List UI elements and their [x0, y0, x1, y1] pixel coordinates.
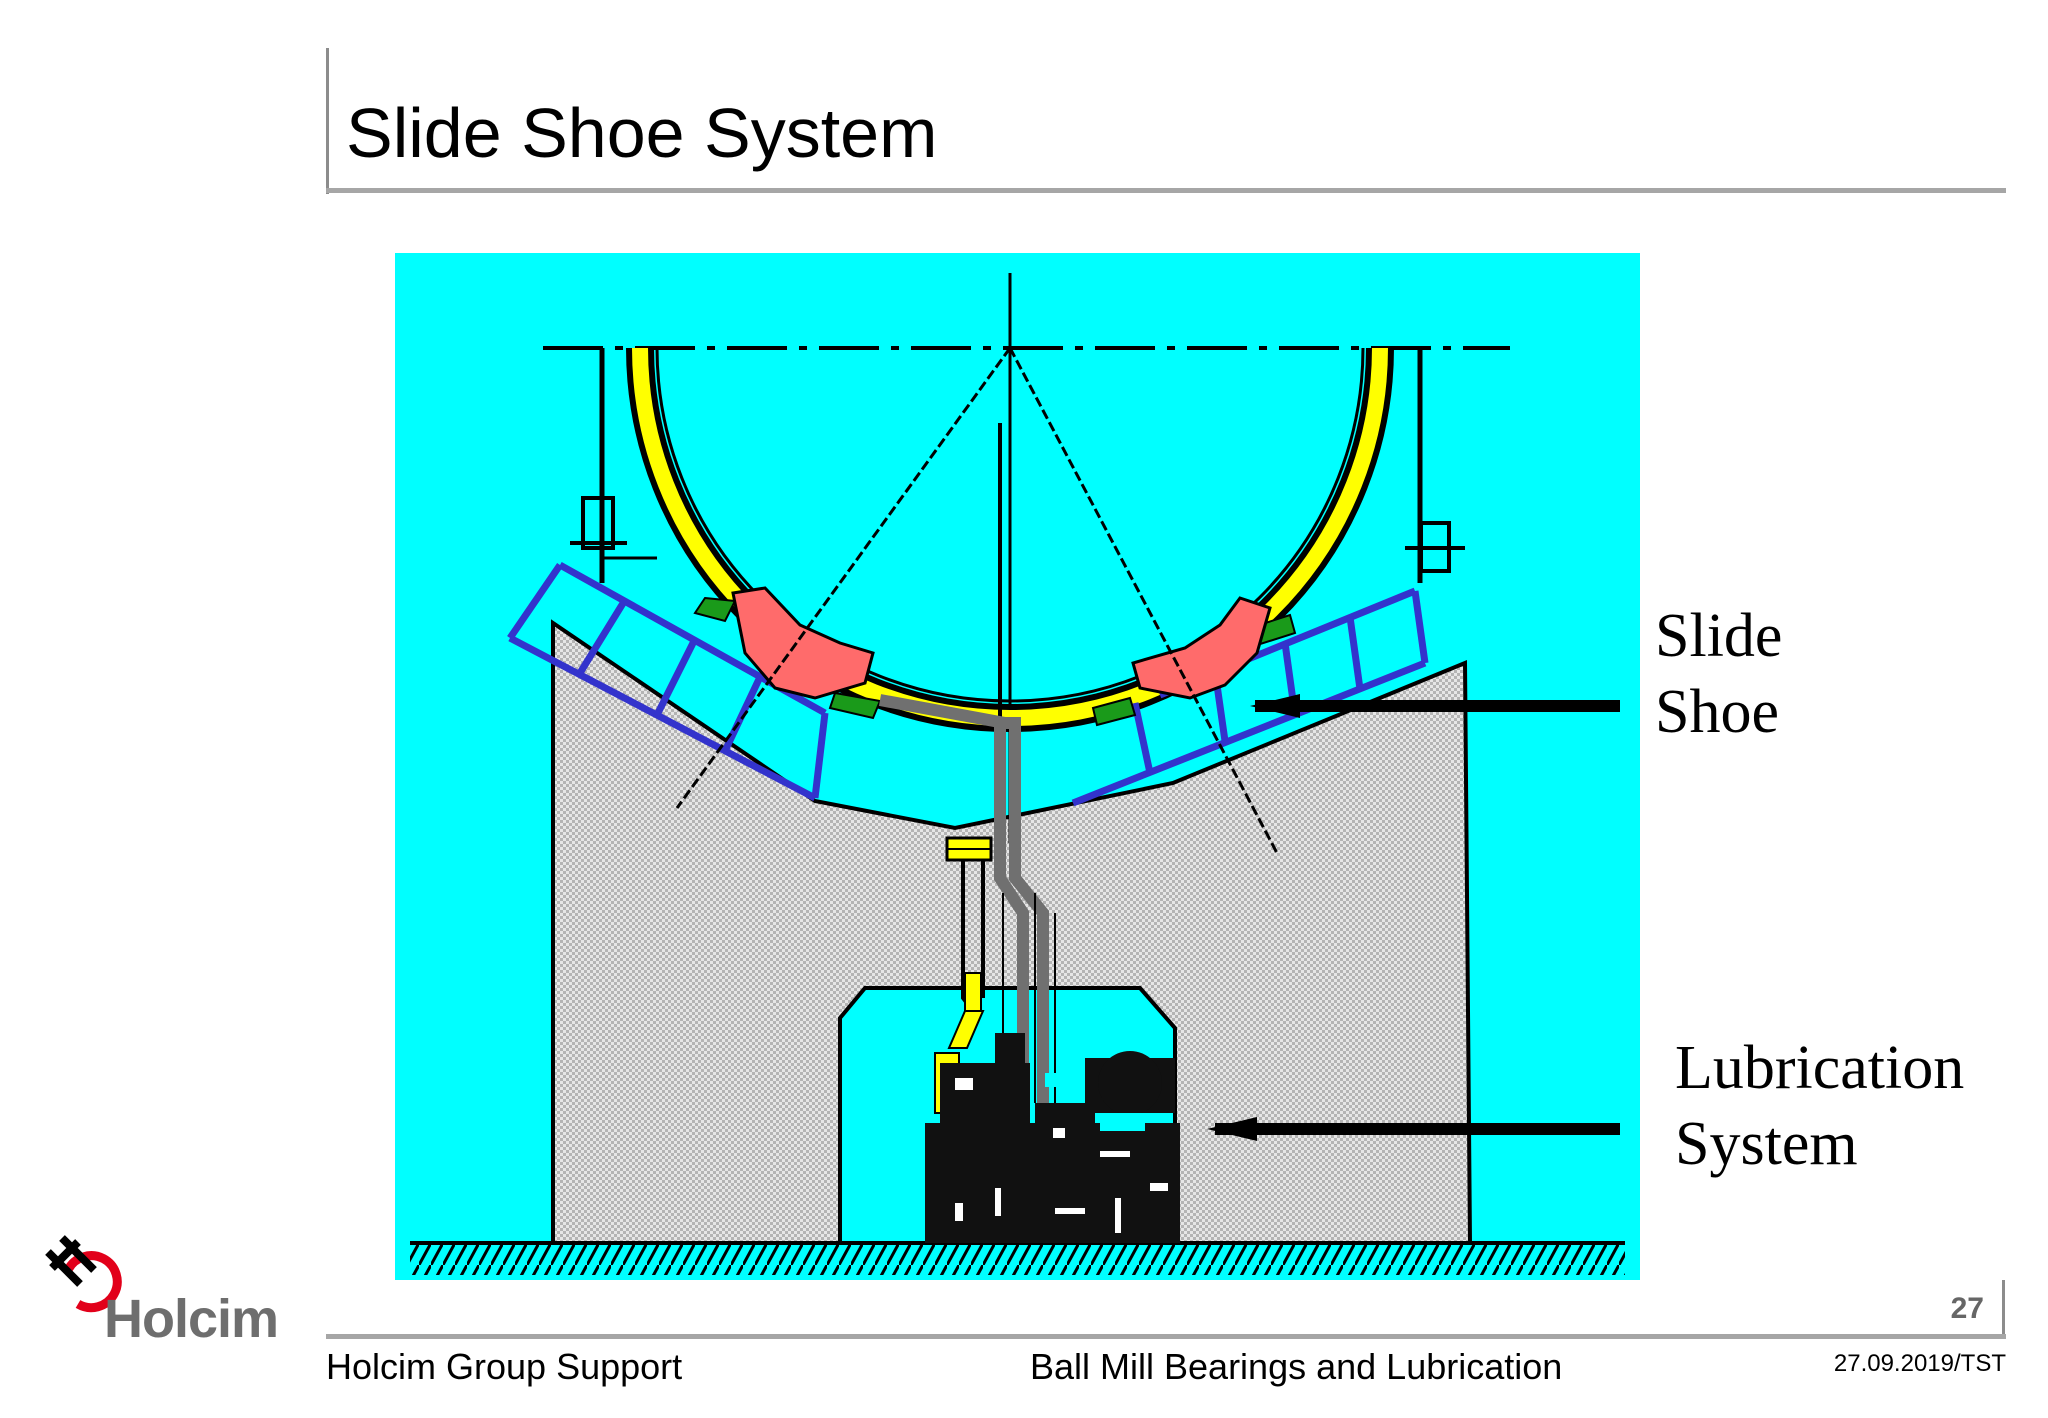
slide-shoe-label-line-1: Slide	[1655, 602, 1783, 670]
left-pad-upper	[693, 596, 737, 623]
slide-shoe-diagram	[395, 253, 1640, 1280]
holcim-logo: Holcim	[40, 1228, 300, 1349]
radial-line-left	[675, 347, 1012, 809]
logo-wordmark: Holcim	[104, 1289, 279, 1349]
right-slide-shoe	[1131, 596, 1272, 700]
footer-topic: Ball Mill Bearings and Lubrication	[1030, 1346, 1563, 1387]
left-pad-lower	[828, 691, 882, 720]
holcim-logo-icon	[45, 1235, 122, 1313]
page-number-accent	[2002, 1280, 2005, 1336]
ground-hatch	[410, 1243, 1625, 1275]
slide-shoe-label: Slide Shoe	[1655, 598, 1782, 750]
lubrication-system-arrow	[1207, 1117, 1620, 1141]
footer-date: 27.09.2019/TST	[1833, 1350, 2006, 1377]
lubrication-label-line-1: Lubrication	[1675, 1034, 1965, 1102]
left-post-clamp	[581, 496, 615, 550]
slide-title: Slide Shoe System	[346, 94, 938, 172]
footer-organization: Holcim Group Support	[326, 1346, 683, 1387]
radial-line-right	[1008, 347, 1279, 854]
page-number: 27	[1950, 1292, 1984, 1325]
lubrication-label-line-2: System	[1675, 1110, 1858, 1178]
mill-ring-inner	[655, 347, 1365, 703]
slide-shoe-label-line-2: Shoe	[1655, 678, 1779, 746]
lubrication-system-label: Lubrication System	[1675, 1030, 1964, 1182]
lubrication-unit	[925, 1033, 1180, 1243]
lubrication-pipes	[878, 694, 1049, 1103]
left-slide-shoe	[731, 586, 875, 700]
right-pad-lower	[1091, 696, 1137, 727]
yellow-feed-pipe	[934, 836, 993, 1114]
slide-shoe-arrow	[1250, 694, 1620, 718]
left-support-frame	[507, 561, 829, 802]
title-accent-bar	[326, 48, 329, 194]
title-rule	[326, 188, 2006, 193]
footer-rule	[326, 1334, 2006, 1339]
